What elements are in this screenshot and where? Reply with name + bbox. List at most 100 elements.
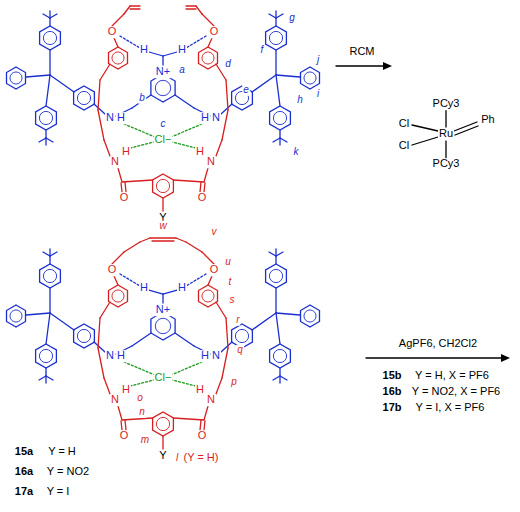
- aromatic-circle: [10, 310, 22, 322]
- bond: [172, 380, 196, 386]
- atom-label: N: [206, 394, 216, 406]
- aromatic-circle: [269, 269, 282, 282]
- benzene-ring: [7, 67, 26, 89]
- bond: [172, 142, 196, 148]
- bond: [45, 130, 46, 138]
- bond: [162, 56, 163, 65]
- position-letter: u: [224, 257, 232, 268]
- atom-label: O: [209, 26, 220, 38]
- bond: [186, 274, 206, 286]
- bond: [120, 36, 140, 48]
- bond: [120, 274, 140, 286]
- bond: [208, 38, 212, 47]
- bond: [196, 6, 202, 14]
- bond: [276, 252, 283, 256]
- bond: [454, 122, 477, 131]
- bond: [226, 80, 228, 110]
- bond: [275, 50, 276, 75]
- position-letter: i: [316, 89, 320, 100]
- position-letter: n: [138, 407, 146, 418]
- atom-label: O: [197, 192, 208, 204]
- bond: [140, 238, 150, 242]
- bond: [49, 288, 50, 313]
- atom-label: RCM: [348, 46, 375, 58]
- aromatic-circle: [304, 310, 316, 322]
- atom-label: Cl: [398, 140, 410, 152]
- atom-label: H: [116, 350, 126, 362]
- atom-label: Y = H, X = PF6: [414, 370, 490, 382]
- aromatic-circle: [155, 318, 170, 333]
- bond: [186, 36, 206, 48]
- bond: [204, 406, 208, 420]
- benzene-ring: [266, 264, 287, 288]
- bond: [186, 8, 196, 9]
- bond: [26, 313, 50, 315]
- bond: [114, 276, 118, 285]
- position-letter: w: [158, 221, 167, 232]
- benzene-ring: [199, 47, 218, 69]
- atom-label: H: [121, 384, 131, 396]
- benzene-ring: [270, 106, 291, 130]
- benzene-ring: [270, 344, 291, 368]
- bond: [122, 418, 153, 420]
- bond: [122, 180, 153, 182]
- aromatic-circle: [112, 290, 124, 302]
- benzene-ring: [74, 86, 95, 110]
- bond: [163, 52, 177, 56]
- bond: [269, 252, 276, 256]
- position-letter: o: [136, 393, 144, 404]
- bond: [130, 380, 154, 386]
- bond: [226, 318, 228, 348]
- atom-label: N: [105, 350, 115, 362]
- atom-label: Y: [158, 450, 167, 462]
- atom-label: H: [121, 146, 131, 158]
- bond: [43, 14, 50, 18]
- aromatic-circle: [77, 91, 90, 104]
- atom-label: (Y = H): [183, 452, 220, 464]
- atom-label: O: [197, 430, 208, 442]
- atom-label: AgPF6, CH2Cl2: [398, 338, 478, 350]
- bond: [45, 376, 46, 383]
- bond: [171, 362, 202, 375]
- bond: [46, 376, 53, 380]
- atom-label: 17a: [14, 486, 34, 498]
- bond: [43, 252, 50, 256]
- benzene-ring: [36, 106, 57, 130]
- arrow-head: [501, 354, 510, 362]
- bond: [412, 125, 438, 131]
- atom-label: 17b: [382, 402, 403, 414]
- bond: [276, 313, 300, 315]
- bond: [276, 313, 280, 344]
- bond: [125, 420, 126, 430]
- atom-label: H: [177, 282, 187, 294]
- bond: [50, 252, 57, 256]
- bond: [50, 14, 57, 18]
- bond: [98, 80, 100, 110]
- atom-label: H: [195, 384, 205, 396]
- benzene-ring: [151, 312, 175, 340]
- position-letter: l: [175, 453, 179, 464]
- position-letter: q: [236, 345, 244, 356]
- benzene-ring: [36, 344, 57, 368]
- bond: [216, 378, 222, 394]
- bond: [216, 140, 222, 156]
- bond: [279, 368, 280, 376]
- bond: [221, 342, 232, 352]
- bond: [149, 290, 163, 294]
- bond: [279, 376, 280, 383]
- bond: [26, 75, 50, 77]
- benzene-ring: [109, 285, 128, 307]
- bond: [130, 5, 140, 6]
- atom-label: 15a: [14, 446, 34, 458]
- aromatic-circle: [202, 52, 214, 64]
- benzene-ring: [153, 174, 174, 198]
- position-letter: h: [296, 95, 304, 106]
- arrow-head: [383, 62, 392, 70]
- bond: [204, 183, 205, 192]
- atom-label: Y = H: [47, 446, 77, 458]
- bond: [279, 138, 280, 145]
- benzene-ring: [266, 26, 287, 50]
- bond: [46, 138, 53, 142]
- bond: [162, 436, 163, 449]
